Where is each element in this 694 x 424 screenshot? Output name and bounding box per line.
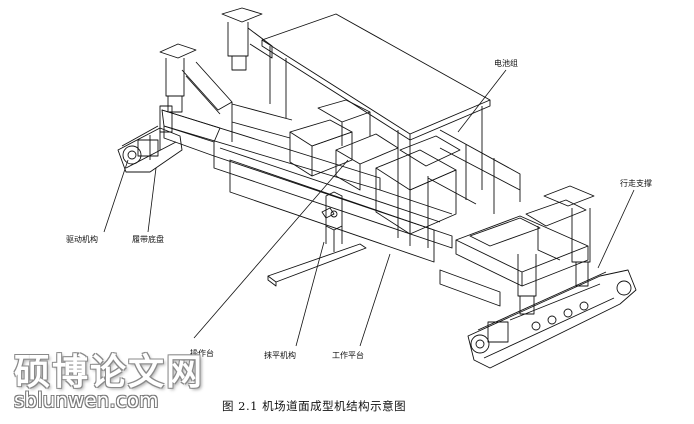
- leader-drive: [103, 159, 129, 233]
- console: [321, 191, 343, 252]
- watermark-cn: 硕博论文网: [14, 352, 205, 393]
- left-column: [159, 43, 233, 115]
- label-battery: 电池组: [494, 58, 518, 68]
- battery-boxes: [289, 99, 461, 235]
- figure-caption: 图 2.1 机场道面成型机结构示意图: [222, 399, 407, 413]
- label-operation-console: 操作台: [190, 348, 214, 358]
- right-column: [517, 185, 595, 315]
- leader-leveling: [295, 241, 325, 347]
- left-track: [117, 105, 183, 173]
- right-carrier: [455, 199, 589, 287]
- leader-work-platform: [359, 253, 391, 347]
- label-drive: 驱动机构: [66, 234, 98, 244]
- main-beam: [161, 109, 501, 307]
- right-track: [467, 269, 637, 369]
- railings: [231, 102, 521, 248]
- roof-canopy: [261, 13, 491, 246]
- watermark-en: sblunwen.com: [14, 388, 159, 412]
- label-work-platform: 工作平台: [332, 350, 364, 360]
- leveling-screed: [267, 243, 367, 287]
- label-walking-support: 行走支撑: [620, 178, 652, 188]
- label-track-chassis: 履带底盘: [132, 234, 164, 244]
- leader-console: [193, 159, 349, 339]
- label-leveling: 抹平机构: [264, 350, 296, 360]
- leader-lines: [103, 69, 635, 347]
- leader-battery: [457, 69, 507, 133]
- leader-track-chassis: [147, 167, 157, 233]
- leader-walking-support: [597, 189, 635, 269]
